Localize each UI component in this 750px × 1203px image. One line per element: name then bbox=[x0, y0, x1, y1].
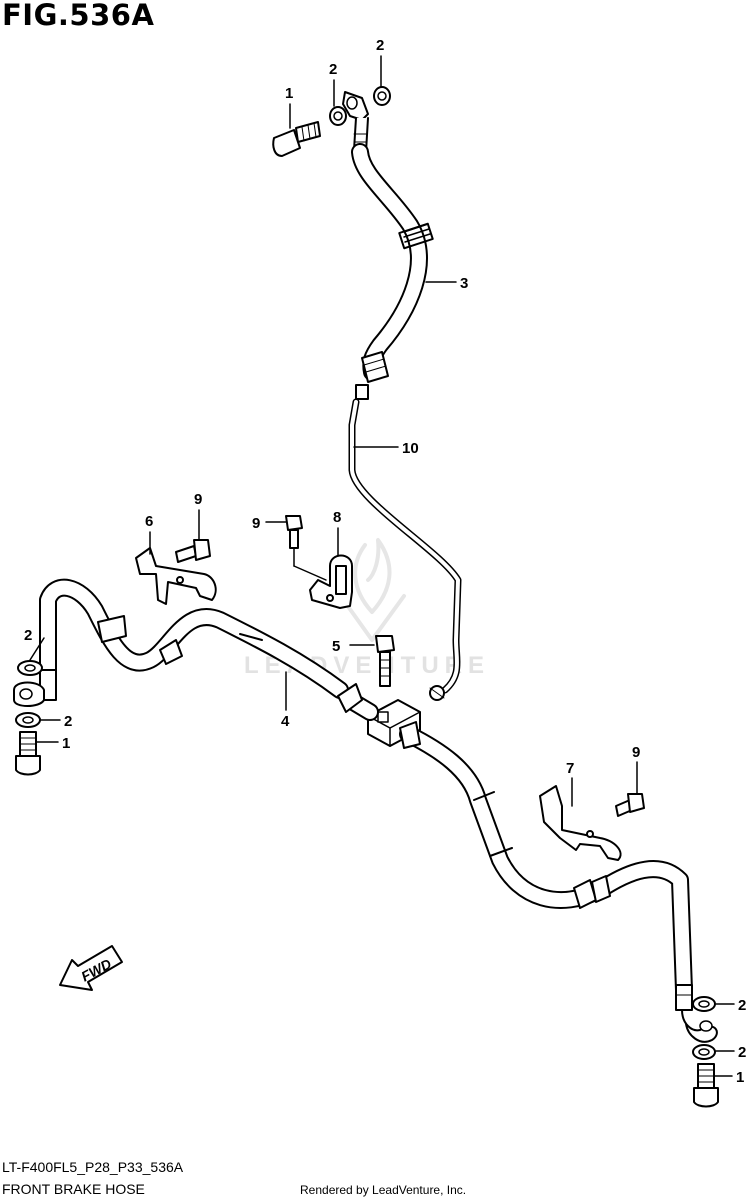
callout-10: 10 bbox=[402, 440, 419, 457]
callout-2-top-b: 2 bbox=[376, 37, 384, 54]
figure-name: FRONT BRAKE HOSE bbox=[2, 1181, 145, 1197]
washer-right-a bbox=[692, 996, 716, 1012]
union-bolt-top bbox=[272, 121, 321, 157]
washer-left-a bbox=[17, 660, 43, 676]
left-brake-hose bbox=[13, 578, 379, 721]
brake-pipe bbox=[348, 398, 462, 701]
callout-2-left-b: 2 bbox=[64, 713, 72, 730]
washer-right-b-hole bbox=[698, 1048, 710, 1056]
washer-top-b bbox=[373, 86, 391, 106]
leader-lines bbox=[29, 55, 735, 1077]
bracket-6 bbox=[135, 547, 217, 605]
washer-left-b bbox=[15, 712, 41, 728]
bolt-9b bbox=[285, 515, 303, 549]
callout-9-b: 9 bbox=[252, 515, 260, 532]
right-brake-hose bbox=[399, 721, 718, 1043]
washer-right-a-hole bbox=[698, 1000, 710, 1008]
callout-7: 7 bbox=[566, 760, 574, 777]
figure-title: FIG.536A bbox=[2, 0, 155, 32]
fwd-arrow-icon bbox=[59, 945, 123, 991]
callout-2-left-a: 2 bbox=[24, 627, 32, 644]
callout-2-top-a: 2 bbox=[329, 61, 337, 78]
union-bolt-left bbox=[15, 731, 41, 776]
washer-top-b-hole bbox=[377, 91, 387, 101]
washer-top-a-hole bbox=[333, 111, 343, 121]
callout-5: 5 bbox=[332, 638, 340, 655]
washer-top-a bbox=[329, 106, 347, 126]
callout-9-c: 9 bbox=[632, 744, 640, 761]
callout-6: 6 bbox=[145, 513, 153, 530]
callout-9-a: 9 bbox=[194, 491, 202, 508]
bolt-9c bbox=[615, 793, 645, 817]
washer-left-b-hole bbox=[22, 716, 34, 724]
rendered-by: Rendered by LeadVenture, Inc. bbox=[300, 1183, 467, 1197]
callout-4: 4 bbox=[281, 713, 290, 730]
figure-code: LT-F400FL5_P28_P33_536A bbox=[2, 1159, 184, 1175]
washer-left-a-hole bbox=[24, 664, 36, 672]
bolt-9a bbox=[175, 539, 211, 563]
callout-2-right-b: 2 bbox=[738, 1044, 746, 1061]
upper-brake-hose bbox=[342, 91, 434, 400]
callout-2-right-a: 2 bbox=[738, 997, 746, 1014]
union-bolt-right bbox=[693, 1063, 719, 1108]
callout-1-top: 1 bbox=[285, 85, 293, 102]
bolt-5 bbox=[375, 635, 395, 687]
callout-1-right: 1 bbox=[736, 1069, 744, 1086]
clamp-8 bbox=[309, 554, 353, 609]
callout-3: 3 bbox=[460, 275, 468, 292]
callout-1-left: 1 bbox=[62, 735, 70, 752]
callout-labels: 1 2 2 3 10 6 9 9 8 2 2 1 5 4 7 9 2 2 1 bbox=[24, 37, 746, 1086]
watermark-logo bbox=[340, 538, 406, 642]
washer-right-b bbox=[692, 1044, 716, 1060]
callout-8: 8 bbox=[333, 509, 341, 526]
bracket-7 bbox=[539, 785, 622, 861]
